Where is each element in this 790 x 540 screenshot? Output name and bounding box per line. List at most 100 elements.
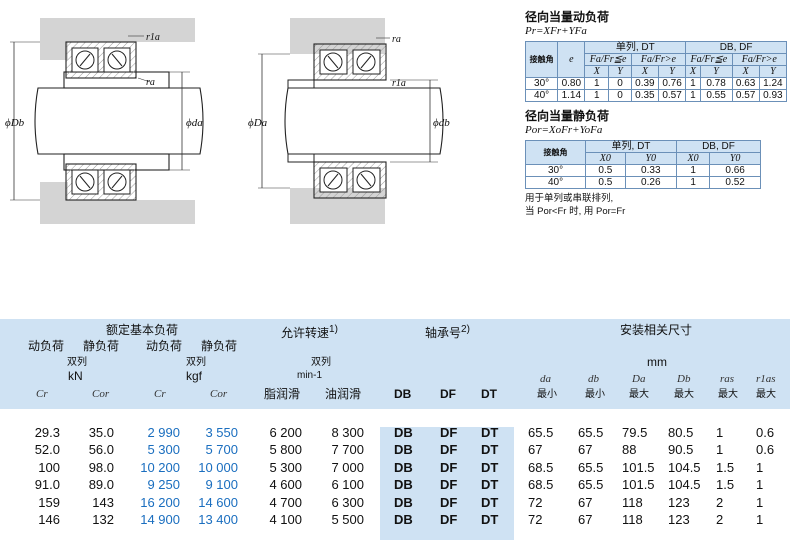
cell-cor_kn: 56.0: [88, 442, 114, 458]
dyn-cell: 1: [584, 77, 610, 90]
cell-Da: 79.5: [622, 425, 648, 440]
cell-oil: 6 300: [331, 494, 364, 510]
bearing-df: DF: [440, 477, 458, 493]
stat-header-x0: X0: [585, 152, 626, 165]
cell-Da: 88: [622, 442, 637, 458]
dyn-cell: 0.80: [557, 77, 586, 90]
mounting-drawings: r1a ra ϕDb ϕda: [5, 18, 450, 224]
bearing-top-shape-2: [313, 43, 387, 81]
housing-bottom-shape: [40, 200, 195, 224]
stat-cell: 0.26: [624, 176, 677, 189]
static-note-2: 当 Por<Fr 时, 用 Por=Fr: [525, 206, 626, 217]
dyn-cell: 0.39: [630, 77, 659, 90]
dyn-cell: 0.35: [630, 89, 659, 102]
dyn-header-x: X: [731, 65, 760, 78]
shaft-shape-2: [284, 87, 444, 155]
cell-grease: 4 100: [269, 512, 302, 527]
dyn-cell: 0.57: [657, 89, 687, 102]
cell-oil: 7 700: [331, 442, 364, 458]
bearing-dt: DT: [481, 477, 499, 493]
stat-header-y0: Y0: [709, 152, 761, 165]
dyn-header-y: Y: [608, 65, 632, 78]
bearing-db: DB: [394, 425, 413, 440]
stat-header-double: DB, DF: [675, 140, 762, 153]
dyn-header-x: X: [685, 65, 701, 78]
header-cr-kn: Cr: [36, 388, 48, 400]
header-db-dim: db: [588, 373, 599, 385]
header-double-row-kgf: 双列: [186, 357, 206, 368]
label-Db: ϕDb: [5, 117, 25, 129]
cell-ras: 1.5: [716, 477, 735, 493]
cell-cr_kgf: 10 200: [140, 459, 180, 475]
stat-cell: 0.52: [709, 176, 761, 189]
header-r1as: r1as: [756, 373, 776, 385]
cell-ras: 2: [716, 494, 724, 510]
dyn-cell: 0: [608, 89, 632, 102]
speed-footnote: 1): [329, 324, 338, 335]
shaft-shape: [34, 87, 204, 155]
cell-ras: 1: [716, 425, 724, 440]
dynamic-load-formula: Pr=XFr+YFa: [525, 25, 587, 37]
stat-header-x0: X0: [675, 152, 711, 165]
cell-Da: 118: [622, 512, 643, 527]
cell-r1as: 0.6: [756, 425, 775, 440]
cell-grease: 5 300: [269, 459, 302, 475]
cell-cor_kgf: 13 400: [198, 512, 238, 527]
bearing-number-column-bg: [380, 427, 514, 540]
left-mounting-drawing: r1a ra ϕDb ϕda: [5, 18, 204, 224]
header-unit-mm: mm: [647, 355, 667, 369]
cell-Db: 90.5: [668, 442, 694, 458]
header-ras: ras: [720, 373, 735, 385]
bearing-dt: DT: [481, 512, 499, 527]
static-note-1: 用于单列或串联排列,: [525, 193, 614, 204]
dyn-header-x: X: [630, 65, 659, 78]
cell-Da: 101.5: [622, 459, 655, 475]
dyn-header-y: Y: [699, 65, 733, 78]
stat-cell: 30°: [524, 164, 587, 177]
bearing-label: 轴承号: [425, 326, 462, 340]
bearing-db: DB: [394, 477, 413, 493]
static-load-formula: Por=XoFr+YoFa: [525, 124, 603, 136]
header-grease: 脂润滑: [264, 387, 301, 401]
header-unit-kgf: kgf: [186, 369, 203, 383]
shaft-shoulder-top: [287, 79, 315, 89]
cell-cor_kgf: 3 550: [205, 425, 238, 440]
bearing-db: DB: [394, 494, 413, 510]
bearing-dt: DT: [481, 459, 499, 475]
bearing-footnote: 2): [461, 324, 470, 335]
cell-cor_kgf: 10 000: [198, 459, 238, 475]
cell-Da: 101.5: [622, 477, 655, 493]
cell-oil: 8 300: [331, 425, 364, 440]
dyn-cell: 0.78: [699, 77, 733, 90]
cell-cr_kn: 159: [38, 494, 60, 510]
stat-row: 40° 0.5 0.26 1 0.52: [524, 176, 761, 189]
cell-cr_kgf: 2 990: [147, 425, 180, 440]
cell-cr_kgf: 14 900: [140, 512, 180, 527]
header-Da-max: 最大: [629, 389, 649, 400]
label-db: ϕdb: [433, 117, 450, 129]
cell-cr_kgf: 16 200: [140, 494, 180, 510]
table-header: 额定基本负荷 允许转速1) 轴承号2) 安装相关尺寸 动负荷 静负荷 动负荷 静…: [0, 319, 790, 409]
stat-cell: 0.33: [624, 164, 677, 177]
cell-ras: 1.5: [716, 459, 735, 475]
cell-cor_kgf: 5 700: [205, 442, 238, 458]
stat-cell: 0.66: [709, 164, 761, 177]
cell-r1as: 1: [756, 494, 764, 510]
cell-cr_kgf: 5 300: [147, 442, 180, 458]
stat-cell: 0.5: [585, 176, 626, 189]
cell-cor_kgf: 9 100: [205, 477, 238, 493]
stat-header-y0: Y0: [624, 152, 677, 165]
bearing-dt: DT: [481, 494, 499, 510]
dyn-header-y: Y: [657, 65, 687, 78]
cell-Db: 104.5: [668, 477, 701, 493]
dyn-header-le-2: Fa/Fr≦e: [685, 53, 733, 66]
bearing-df: DF: [440, 512, 458, 527]
header-db: DB: [394, 387, 412, 401]
cell-cr_kn: 29.3: [34, 425, 60, 440]
housing-top-shape: [40, 18, 195, 42]
dyn-cell: 40°: [524, 89, 559, 102]
dyn-header-gt-2: Fa/Fr>e: [731, 53, 788, 66]
header-oil: 油润滑: [325, 387, 362, 401]
cell-r1as: 1: [756, 512, 764, 527]
label-da: ϕda: [186, 117, 203, 129]
